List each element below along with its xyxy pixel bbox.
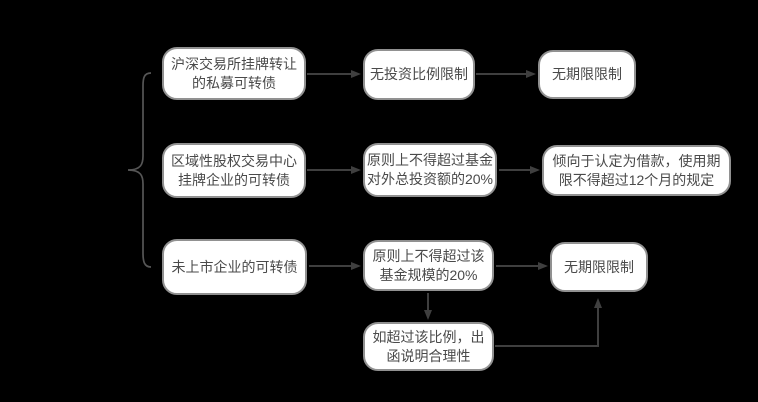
node-text-line: 原则上不得超过基金 (367, 152, 493, 168)
node-text-line: 未上市企业的可转债 (171, 258, 298, 275)
node-text-line: 基金规模的20% (379, 266, 478, 283)
node-explain-if-exceed[interactable]: 如超过该比例，出 函说明合理性 (363, 322, 494, 371)
node-text-line: 函说明合理性 (386, 347, 471, 364)
node-loan-12month-rule[interactable]: 倾向于认定为借款，使用期 限不得超过12个月的规定 (542, 145, 731, 196)
node-text-line: 的私募可转债 (192, 74, 276, 91)
node-no-investment-ratio-limit[interactable]: 无投资比例限制 (363, 49, 475, 100)
node-text-line: 沪深交易所挂牌转让 (171, 55, 297, 72)
node-limit-20pct-total-investment[interactable]: 原则上不得超过基金 对外总投资额的20% (363, 143, 497, 197)
node-text-line: 无期限限制 (552, 66, 622, 82)
arrow-g-to-j (495, 298, 602, 347)
node-no-term-limit-bottom[interactable]: 无期限限制 (550, 242, 648, 292)
grouping-brace (127, 72, 152, 268)
node-text-line: 如超过该比例，出 (372, 328, 485, 345)
node-no-term-limit-top[interactable]: 无期限限制 (538, 50, 636, 99)
node-text-line: 区域性股权交易中心 (171, 152, 297, 169)
node-text-line: 挂牌企业的可转债 (178, 171, 290, 188)
node-text-line: 对外总投资额的20% (366, 171, 494, 187)
node-text-line: 限不得超过12个月的规定 (558, 171, 715, 188)
node-unlisted-convertible[interactable]: 未上市企业的可转债 (162, 239, 307, 295)
node-listed-private-convertible[interactable]: 沪深交易所挂牌转让 的私募可转债 (162, 47, 306, 100)
node-text-line: 原则上不得超过该 (372, 247, 485, 264)
node-text-line: 无期限限制 (564, 258, 634, 275)
node-limit-20pct-fund-size[interactable]: 原则上不得超过该 基金规模的20% (363, 240, 494, 291)
node-text-line: 倾向于认定为借款，使用期 (552, 152, 721, 169)
node-regional-equity-convertible[interactable]: 区域性股权交易中心 挂牌企业的可转债 (162, 143, 306, 198)
node-text-line: 无投资比例限制 (370, 66, 468, 82)
